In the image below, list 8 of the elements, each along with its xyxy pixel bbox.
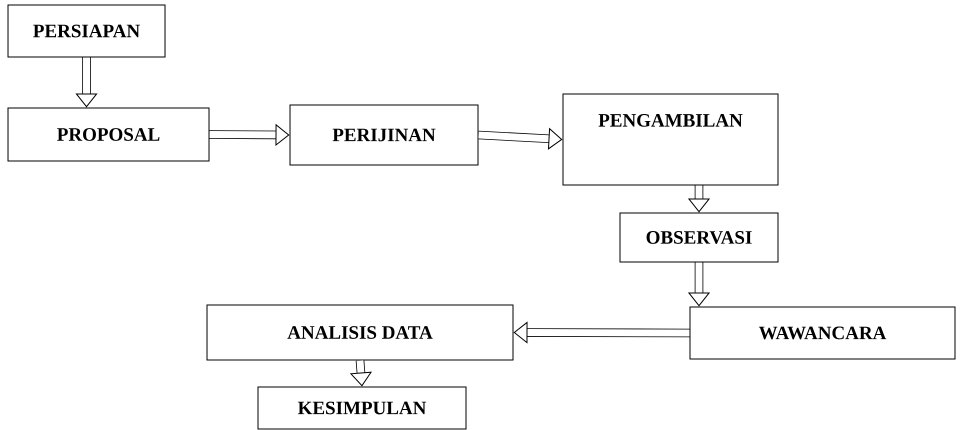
process-box: PENGAMBILAN	[562, 94, 778, 186]
process-box: ANALISIS DATA	[206, 304, 514, 360]
process-box: KESIMPULAN	[258, 386, 466, 430]
process-box: PERSIAPAN	[8, 4, 166, 58]
process-box: PERIJINAN	[290, 104, 478, 166]
process-box: WAWANCARA	[690, 306, 956, 360]
process-box: OBSERVASI	[620, 212, 778, 262]
process-box: PROPOSAL	[8, 108, 210, 162]
